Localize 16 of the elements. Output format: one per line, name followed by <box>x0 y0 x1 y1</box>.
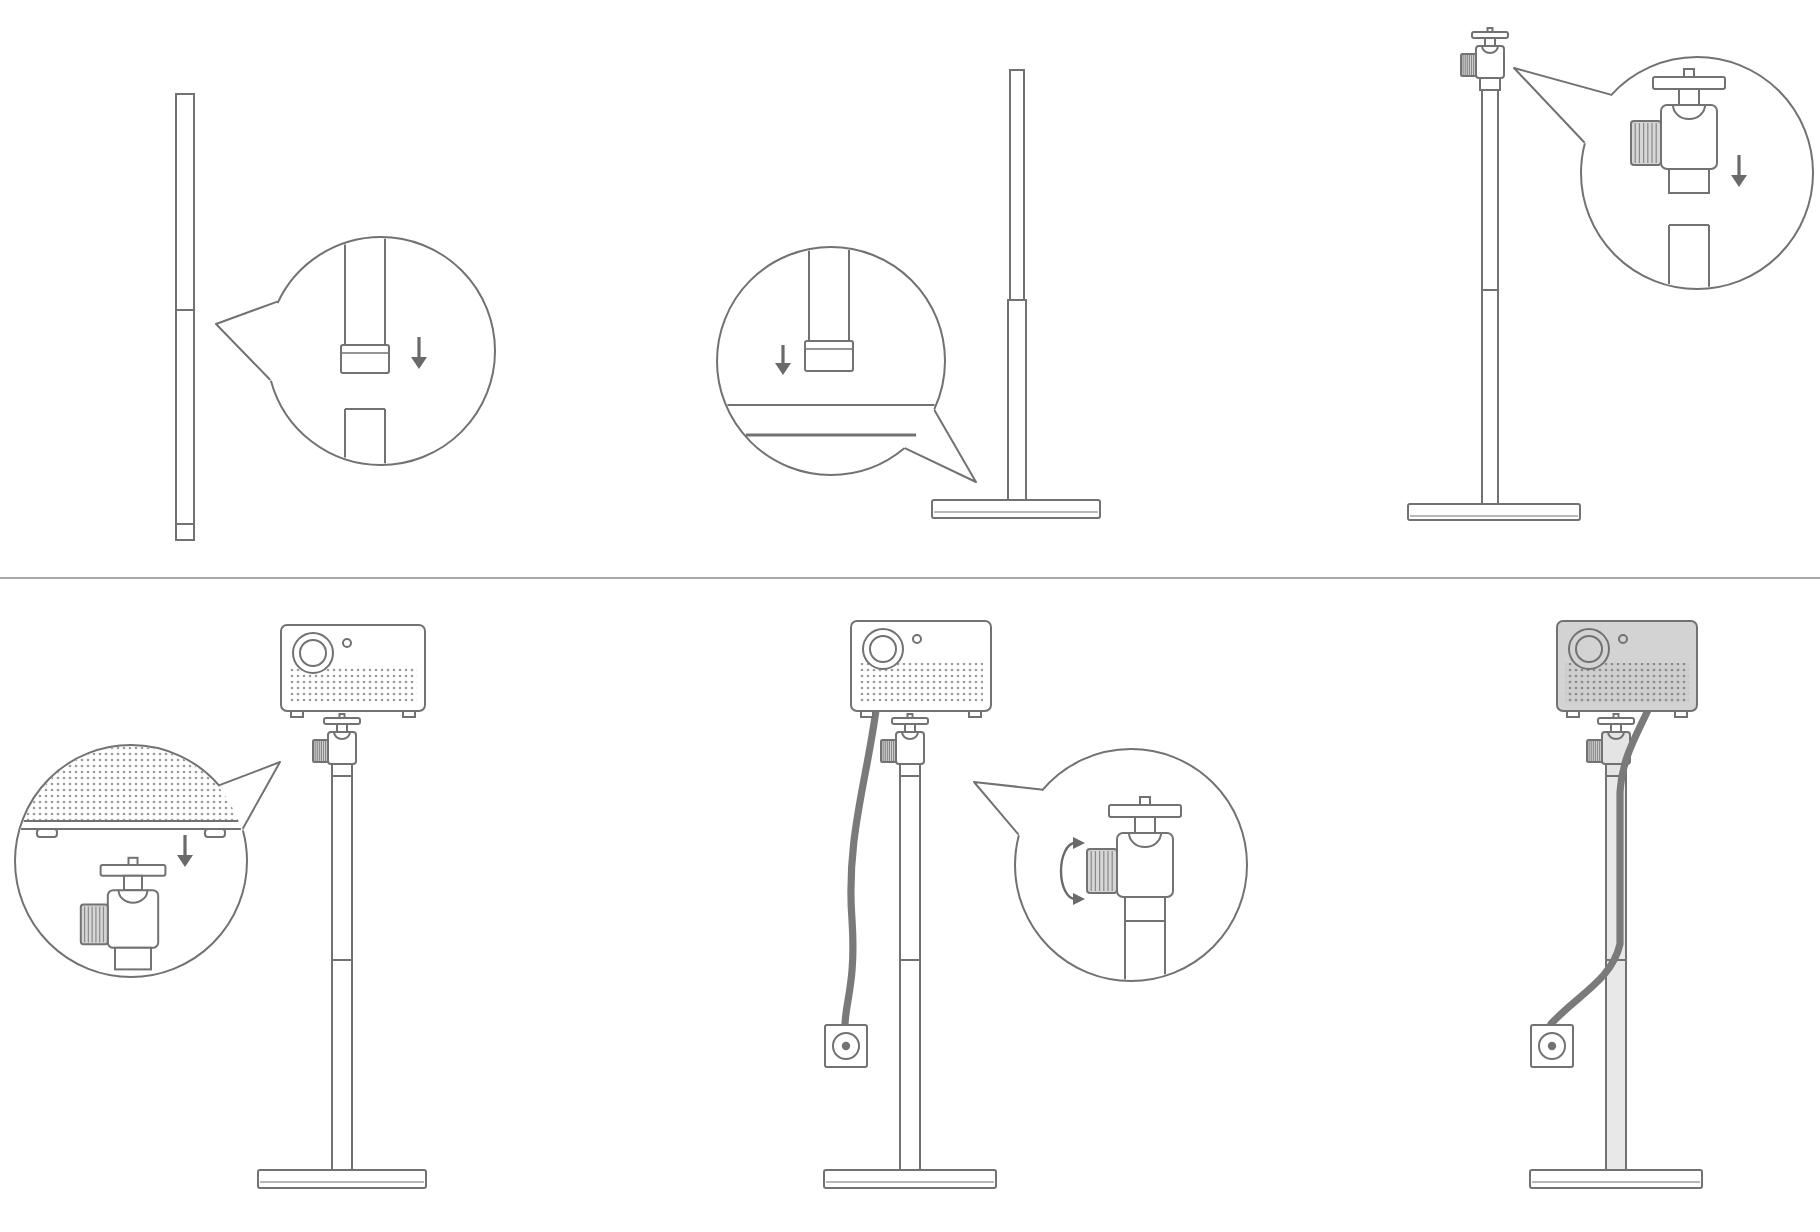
magnifier-circle <box>11 741 249 979</box>
wall-socket-icon <box>823 1023 867 1067</box>
projector <box>849 619 991 717</box>
callout-pointer <box>1513 67 1611 143</box>
magnifier-circle <box>713 243 947 477</box>
callout-pointer <box>973 781 1043 835</box>
magnifier-circle <box>1011 745 1249 983</box>
magnifier-circle <box>1577 53 1815 291</box>
wall-socket-icon <box>1529 1023 1573 1067</box>
callout-pointer <box>217 761 281 831</box>
callout-pointer <box>902 407 977 483</box>
power-cable <box>1547 706 1652 1028</box>
projector <box>1555 619 1697 717</box>
callout-pointer <box>215 300 278 381</box>
power-cable <box>841 706 880 1028</box>
projector <box>279 623 425 717</box>
